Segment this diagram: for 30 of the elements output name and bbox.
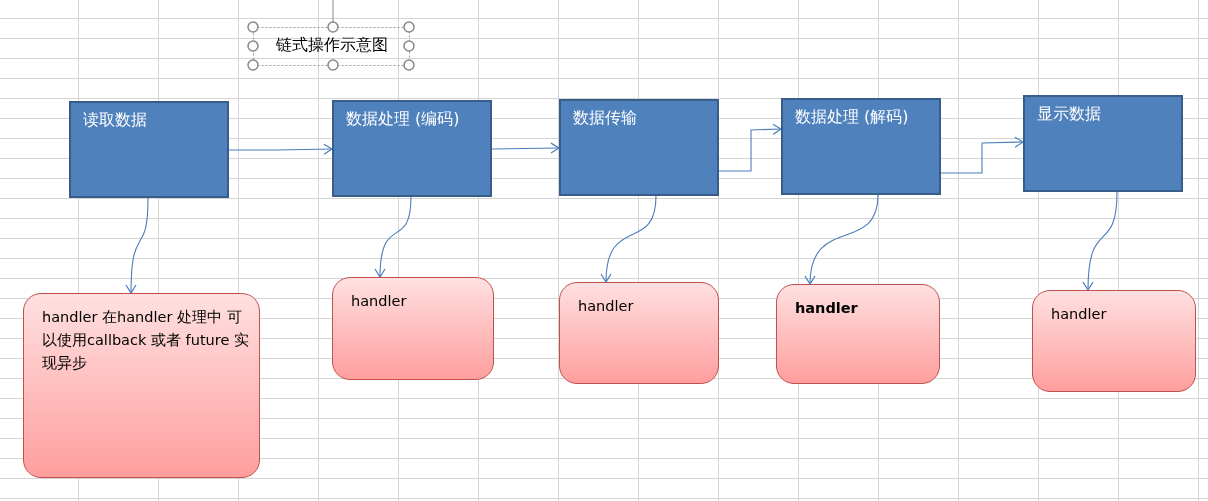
process-box xyxy=(1023,95,1183,192)
arrow xyxy=(600,195,657,283)
node-text: handler xyxy=(1051,305,1107,324)
arrow xyxy=(1082,191,1118,291)
node-text: handler 在handler 处理中 可以使用callback 或者 future 实现异步 xyxy=(42,308,249,373)
handler-box xyxy=(776,284,940,384)
arrow xyxy=(125,197,149,294)
handler-box xyxy=(332,277,494,380)
arrow xyxy=(228,143,333,155)
handler-box xyxy=(1032,290,1196,392)
process-box xyxy=(559,99,719,196)
diagram-title: 链式操作示意图 xyxy=(275,34,389,56)
node-text: handler xyxy=(795,299,858,318)
process-box xyxy=(781,98,941,195)
node-text: 显示数据 xyxy=(1037,103,1101,125)
arrow xyxy=(940,136,1024,174)
arrow xyxy=(718,123,782,172)
arrow xyxy=(805,194,879,285)
arrow xyxy=(374,196,412,278)
handler-box xyxy=(23,293,260,478)
arrow xyxy=(491,142,560,154)
node-text: 数据处理 (编码) xyxy=(346,108,460,130)
node-text: handler xyxy=(351,292,407,311)
node-text: 数据传输 xyxy=(573,107,637,129)
process-box xyxy=(332,100,492,197)
node-text: 读取数据 xyxy=(83,109,147,131)
node-text: handler xyxy=(578,297,634,316)
handler-box xyxy=(559,282,719,384)
process-box xyxy=(69,101,229,198)
node-text: 数据处理 (解码) xyxy=(795,106,909,128)
